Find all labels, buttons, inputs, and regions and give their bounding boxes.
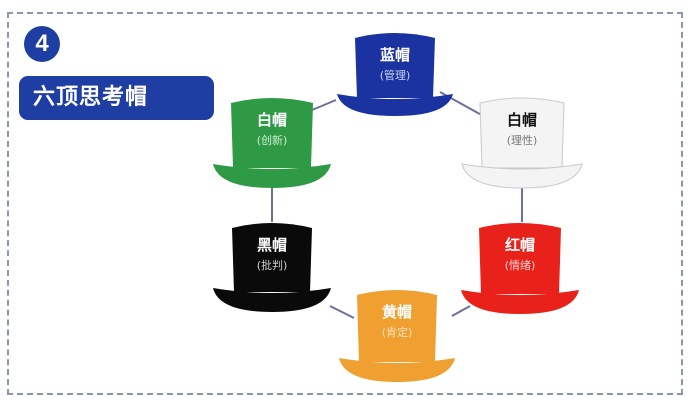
hat-name-blue: 蓝帽 — [380, 46, 410, 64]
hat-crown-red — [479, 223, 561, 294]
hat-role-red: (情绪) — [505, 258, 536, 272]
connector-line-1 — [311, 99, 337, 111]
hat-black: 黑帽 (批判) — [213, 223, 331, 312]
hat-brim-yellow — [339, 358, 455, 382]
hat-crown-blue — [355, 33, 435, 98]
hat-crown-black — [232, 223, 312, 292]
hat-brim-green — [213, 164, 331, 188]
hat-role-black: (批判) — [257, 258, 288, 272]
hat-group: 蓝帽 (管理) 白帽 (理性) 红帽 (情绪) 黄帽 (肯定) 黑帽 (批判) 白帽 (创新) — [213, 33, 583, 382]
hat-name-red: 红帽 — [505, 236, 535, 254]
hat-role-yellow: (肯定) — [382, 325, 413, 339]
hat-green: 白帽 (创新) — [213, 98, 331, 188]
hat-brim-black — [213, 288, 331, 312]
hat-crown-green — [231, 98, 313, 168]
hat-role-blue: (管理) — [380, 68, 411, 82]
hat-brim-red — [461, 290, 579, 314]
step-number-badge: 4 — [24, 26, 60, 62]
connector-line-4 — [451, 305, 471, 317]
hat-blue: 蓝帽 (管理) — [337, 33, 453, 116]
hat-brim-blue — [337, 94, 453, 116]
hat-name-white-right: 白帽 — [507, 111, 537, 129]
hat-brim-white-right — [461, 163, 583, 189]
page-title: 六顶思考帽 — [19, 76, 214, 120]
hat-name-green: 白帽 — [257, 111, 287, 129]
hat-role-green: (创新) — [257, 133, 288, 147]
connector-line-5 — [329, 305, 355, 319]
dashed-frame — [7, 12, 683, 395]
hat-crown-white-right — [479, 97, 565, 169]
hat-role-white-right: (理性) — [507, 133, 538, 147]
hat-white-right: 白帽 (理性) — [461, 97, 583, 189]
hat-name-yellow: 黄帽 — [382, 303, 412, 321]
hat-yellow: 黄帽 (肯定) — [339, 290, 455, 382]
hat-name-black: 黑帽 — [257, 236, 287, 254]
hat-crown-yellow — [357, 290, 437, 362]
hat-red: 红帽 (情绪) — [461, 223, 579, 314]
